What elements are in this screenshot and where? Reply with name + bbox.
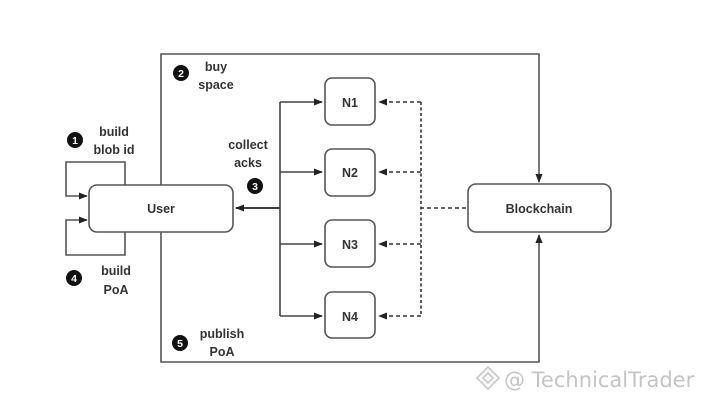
step-label-line1: publish <box>200 327 244 341</box>
blockchain-label: Blockchain <box>506 202 573 216</box>
storage-node-label: N1 <box>342 96 358 110</box>
publish-poa-flow <box>160 232 543 363</box>
binance-diamond-icon <box>475 365 501 391</box>
step-badge <box>66 270 82 286</box>
user-node: User <box>88 184 234 233</box>
step-5-annotation: 5 publish PoA <box>172 327 244 359</box>
step-label-line2: acks <box>234 156 262 170</box>
step-number: 5 <box>177 338 183 350</box>
storage-node-label: N2 <box>342 166 358 180</box>
step-badge <box>247 178 263 194</box>
build-poa-loop <box>65 216 126 256</box>
step-badge <box>173 65 189 81</box>
storage-node-n4: N4 <box>324 291 376 339</box>
blockchain-node: Blockchain <box>467 183 612 233</box>
storage-node-label: N3 <box>342 238 358 252</box>
watermark: @ TechnicalTrader <box>475 365 695 392</box>
step-3-annotation: 3 collect acks <box>228 138 269 194</box>
collect-acks-flow <box>235 98 323 320</box>
storage-node-n1: N1 <box>324 77 376 126</box>
step-badge <box>67 132 83 148</box>
storage-node-n2: N2 <box>324 148 376 197</box>
step-label-line2: PoA <box>210 345 235 359</box>
build-blob-id-loop <box>65 161 126 200</box>
step-4-annotation: 4 build PoA <box>66 264 131 297</box>
storage-node-label: N4 <box>342 310 358 324</box>
buy-space-flow <box>160 53 543 208</box>
step-label-line1: build <box>99 125 129 139</box>
step-label-line2: PoA <box>104 283 129 297</box>
step-number: 3 <box>252 181 258 193</box>
step-number: 1 <box>72 135 78 147</box>
step-badge <box>172 335 188 351</box>
blockchain-to-nodes-dotted <box>378 98 466 320</box>
step-label-line1: collect <box>228 138 268 152</box>
storage-node-n3: N3 <box>324 219 376 268</box>
watermark-text: @ TechnicalTrader <box>504 368 695 392</box>
step-2-annotation: 2 buy space <box>173 60 234 92</box>
step-number: 4 <box>71 273 77 285</box>
step-1-annotation: 1 build blob id <box>67 125 134 157</box>
user-label: User <box>147 202 175 216</box>
step-label-line1: buy <box>205 60 227 74</box>
step-label-line1: build <box>101 264 131 278</box>
step-number: 2 <box>178 68 184 80</box>
step-label-line2: space <box>198 78 233 92</box>
step-label-line2: blob id <box>94 143 135 157</box>
